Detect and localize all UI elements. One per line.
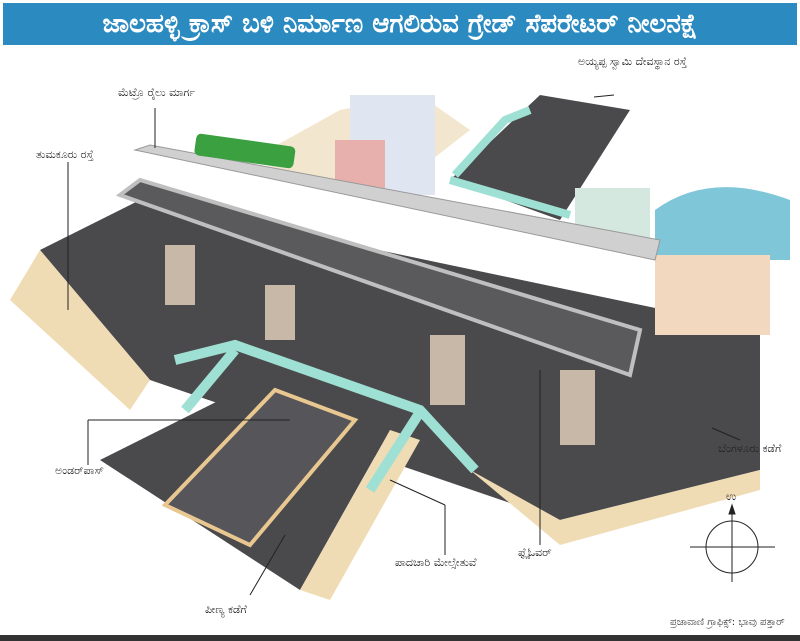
bottom-divider (0, 635, 800, 641)
skywalk (173, 339, 479, 474)
metro-viaduct (133, 144, 661, 261)
label-to-bengaluru: ಬೆಂಗಳೂರು ಕಡೆಗೆ (718, 442, 782, 455)
grade-separator-illustration (10, 94, 790, 600)
compass-icon (690, 503, 775, 582)
metro-train-icon (194, 133, 296, 169)
label-metro: ಮೆಟ್ರೊ ರೈಲು ಮಾರ್ಗ (118, 86, 196, 99)
label-underpass: ಅಂಡರ್‌ಪಾಸ್ (55, 464, 104, 477)
ayyappa-road (450, 95, 630, 220)
sidewalk-left (10, 250, 150, 410)
sidewalk-right (470, 470, 760, 545)
graphics-credit: ಪ್ರಜಾವಾಣಿ ಗ್ರಾಫಿಕ್ಸ್: ಭಾವು ಪತ್ತಾರ್ (670, 617, 785, 628)
sidewalk-lower (300, 430, 420, 600)
label-to-peenya: ಪೀಣ್ಯ ಕಡೆಗೆ (205, 603, 247, 616)
label-tumakuru-road: ತುಮಕೂರು ರಸ್ತೆ (36, 148, 94, 161)
label-ayyappa-road: ಅಯ್ಯಪ್ಪ ಸ್ವಾಮಿ ದೇವಸ್ಥಾನ ರಸ್ತೆ (578, 55, 687, 68)
leader-lines (67, 94, 741, 596)
underpass-ramp (161, 387, 359, 548)
label-north: ಉ (726, 490, 737, 503)
page-title: ಜಾಲಹಳ್ಳಿ ಕ್ರಾಸ್ ಬಳಿ ನಿರ್ಮಾಣ ಆಗಲಿರುವ ಗ್ರೇ… (3, 3, 797, 45)
metro-station (655, 187, 790, 260)
label-skywalk: ಪಾದಚಾರಿ ಮೇಲ್ಸೇತುವೆ (395, 556, 477, 569)
label-flyover: ಫ್ಲೈಓವರ್ (518, 546, 552, 559)
flyover-deck (115, 177, 643, 378)
